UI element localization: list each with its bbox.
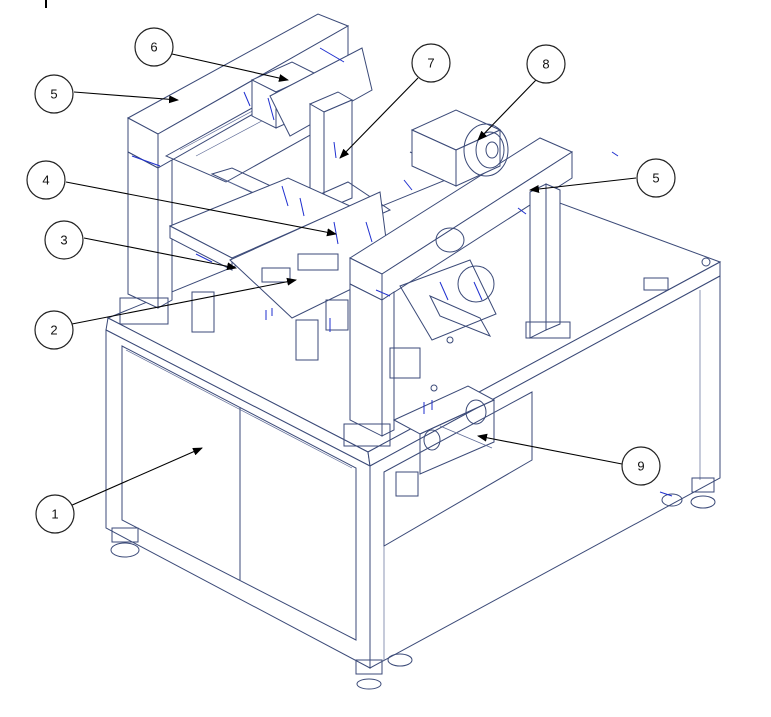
caster-feet [110,477,716,690]
dimension-marks [131,47,673,497]
callout-9: 9 [477,433,661,486]
callout-7: 7 [339,43,451,159]
callout-6: 6 [134,27,289,82]
callout-5b-label: 5 [652,171,659,186]
right-portal-frame [343,137,574,447]
callout-3: 3 [44,220,237,271]
vertical-slide [308,91,354,256]
lower-drive-unit [389,259,497,497]
callout-5-right: 5 [529,158,676,198]
callout-2: 2 [34,277,297,350]
callout-5a-label: 5 [50,87,57,102]
callout-8: 8 [477,44,566,141]
callout-3-label: 3 [60,233,67,248]
callout-4: 4 [26,160,337,237]
callout-2-label: 2 [50,323,57,338]
callout-9-label: 9 [637,459,644,474]
callout-4-label: 4 [42,173,49,188]
motor-pulley [410,109,509,187]
base-cabinet [105,169,722,690]
callout-8-label: 8 [542,57,549,72]
callout-1-label: 1 [51,507,58,522]
callout-5-left: 5 [34,74,179,114]
callout-1: 1 [35,447,203,534]
lower-conveyor [392,385,496,475]
callout-6-label: 6 [150,40,157,55]
callout-7-label: 7 [427,56,434,71]
